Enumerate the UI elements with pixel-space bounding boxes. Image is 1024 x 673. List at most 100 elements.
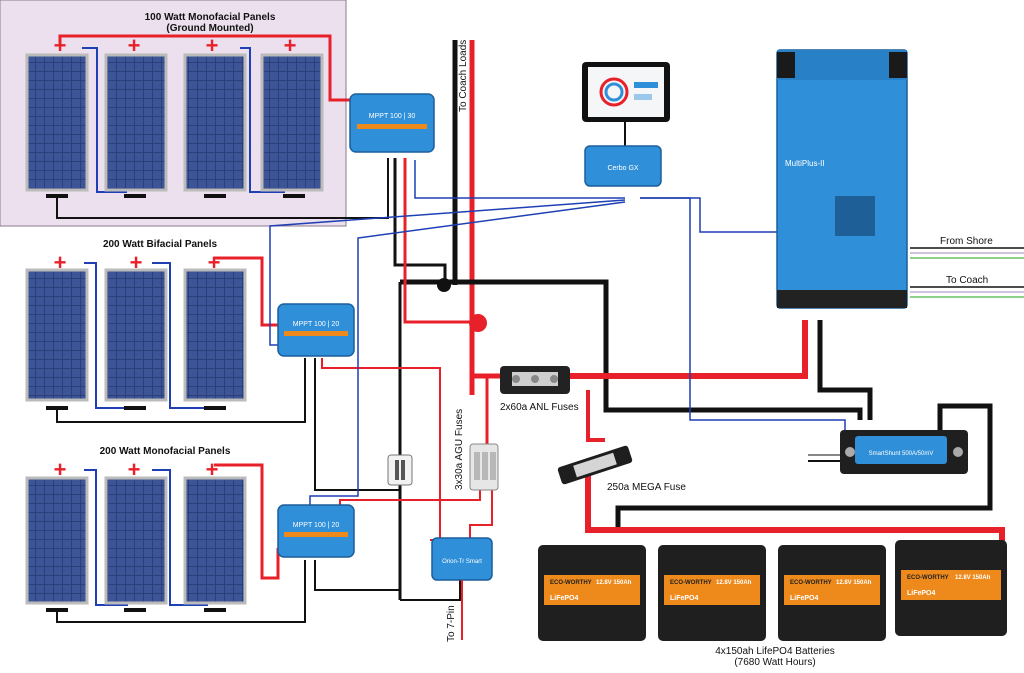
wire-neg-bus-main bbox=[400, 279, 863, 420]
wire-neg-mppt-top bbox=[393, 158, 447, 285]
wire-connector bbox=[387, 454, 413, 486]
plus-icon: + bbox=[284, 33, 297, 58]
wire-pos-anl-inverter bbox=[570, 320, 808, 379]
wire-g1-jump-a bbox=[82, 47, 127, 193]
plus-icon: + bbox=[208, 250, 221, 275]
mppt-bot-label: MPPT 100 | 20 bbox=[293, 522, 340, 529]
data-wire-shunt bbox=[640, 197, 846, 440]
wire-g2-jump-a bbox=[84, 262, 128, 409]
battery: ECO-WORTHY 12.8V 150Ah LiFePO4 bbox=[538, 545, 646, 641]
wire-inverter-neg bbox=[817, 320, 873, 420]
mega-fuse bbox=[557, 445, 633, 485]
wire-neg-mppt-bot bbox=[314, 560, 400, 591]
minus-icon bbox=[46, 194, 68, 198]
minus-icon bbox=[46, 608, 68, 612]
group1-title: 100 Watt Monofacial Panels bbox=[145, 12, 276, 23]
solar-panel bbox=[183, 53, 247, 192]
minus-icon bbox=[124, 406, 146, 410]
data-wire-multiplus bbox=[640, 197, 780, 233]
solar-panel bbox=[183, 476, 247, 605]
minus-icon bbox=[283, 194, 305, 198]
plus-icon: + bbox=[128, 33, 141, 58]
multiplus-label: MultiPlus-II bbox=[785, 159, 825, 168]
wire-g3-jump-a bbox=[84, 469, 128, 606]
panel-group-1: + + + + bbox=[25, 33, 324, 198]
wire-g1-pos bbox=[58, 34, 352, 102]
solar-panel bbox=[260, 53, 324, 192]
solar-panel bbox=[104, 476, 168, 605]
solar-panel bbox=[25, 53, 89, 192]
plus-icon: + bbox=[206, 457, 219, 482]
wire-g3-pos bbox=[214, 463, 280, 580]
battery-spec: 12.8V 150Ah bbox=[596, 580, 632, 586]
wire-neg-mppt-mid bbox=[314, 358, 400, 491]
anl-fuse-holder bbox=[500, 366, 570, 394]
battery-chem: LiFePO4 bbox=[550, 595, 579, 602]
mppt-mid-label: MPPT 100 | 20 bbox=[293, 321, 340, 328]
wire-g1-neg bbox=[56, 158, 389, 219]
plus-icon: + bbox=[54, 457, 67, 482]
minus-icon bbox=[124, 194, 146, 198]
orion-dc-dc-charger: Orion-Tr Smart bbox=[431, 537, 493, 581]
cerbo-label: Cerbo GX bbox=[607, 165, 638, 172]
pos-junction bbox=[469, 314, 487, 332]
minus-icon bbox=[124, 608, 146, 612]
battery: ECO-WORTHY 12.8V 150Ah LiFePO4 bbox=[778, 545, 886, 641]
plus-icon: + bbox=[128, 457, 141, 482]
solar-panel bbox=[25, 476, 89, 605]
wire-neg-orion bbox=[400, 580, 461, 601]
solar-panel bbox=[25, 268, 89, 402]
wire-battery-neg-return bbox=[615, 403, 993, 528]
wire-g3-neg bbox=[56, 560, 306, 623]
wire-g2-neg bbox=[56, 358, 306, 423]
plus-icon: + bbox=[130, 250, 143, 275]
anl-fuses-label: 2x60a ANL Fuses bbox=[500, 402, 579, 413]
gx-touch-display bbox=[582, 62, 670, 122]
wire-g2-pos bbox=[214, 256, 280, 327]
battery-chem: LiFePO4 bbox=[907, 590, 936, 597]
battery-chem: LiFePO4 bbox=[790, 595, 819, 602]
neg-junction bbox=[437, 278, 451, 292]
plus-icon: + bbox=[54, 250, 67, 275]
panel-group-2: + + + bbox=[25, 250, 247, 410]
group1-subtitle: (Ground Mounted) bbox=[166, 23, 253, 34]
minus-icon bbox=[46, 406, 68, 410]
group2-title: 200 Watt Bifacial Panels bbox=[103, 239, 218, 250]
group3-title: 200 Watt Monofacial Panels bbox=[100, 446, 231, 457]
battery-spec: 12.8V 150Ah bbox=[836, 580, 872, 586]
data-wire-mppt-top bbox=[414, 160, 625, 199]
solar-panel bbox=[104, 53, 168, 192]
to-7pin-label: To 7-Pin bbox=[446, 605, 457, 642]
shunt-label: SmartShunt 500A/50mV bbox=[869, 451, 934, 457]
minus-icon bbox=[204, 194, 226, 198]
mppt-controller-mid: MPPT 100 | 20 bbox=[277, 303, 355, 357]
to-coach-label: To Coach bbox=[946, 275, 988, 286]
wire-pos-agu-orion bbox=[469, 490, 493, 540]
battery-bank: ECO-WORTHY 12.8V 150Ah LiFePO4 ECO-WORTH… bbox=[538, 540, 1007, 641]
ac-wire-to-coach bbox=[910, 286, 1024, 298]
battery-chem: LiFePO4 bbox=[670, 595, 699, 602]
solar-panel bbox=[104, 268, 168, 402]
ac-wire-from-shore bbox=[910, 247, 1024, 259]
agu-fuses-label: 3x30a AGU Fuses bbox=[454, 409, 465, 490]
wire-pos-agu-mppt-bot bbox=[339, 490, 481, 535]
batteries-sublabel: (7680 Watt Hours) bbox=[734, 657, 815, 668]
battery: ECO-WORTHY 12.8V 150Ah LiFePO4 bbox=[658, 545, 766, 641]
smart-shunt: SmartShunt 500A/50mV bbox=[808, 430, 968, 474]
battery-spec: 12.8V 150Ah bbox=[716, 580, 752, 586]
mppt-top-label: MPPT 100 | 30 bbox=[369, 113, 416, 120]
plus-icon: + bbox=[54, 33, 67, 58]
orion-label: Orion-Tr Smart bbox=[442, 559, 482, 565]
wire-g3-jump-b bbox=[152, 469, 208, 606]
wire-g2-jump-b bbox=[152, 262, 208, 409]
battery-brand: ECO-WORTHY bbox=[790, 580, 832, 586]
battery-brand: ECO-WORTHY bbox=[670, 580, 712, 586]
multiplus-inverter: MultiPlus-II bbox=[776, 49, 908, 309]
wire-pos-anl-mega bbox=[586, 390, 605, 442]
battery-brand: ECO-WORTHY bbox=[907, 575, 949, 581]
wire-pos-mega-battery bbox=[585, 470, 1005, 548]
plus-icon: + bbox=[206, 33, 219, 58]
battery-spec: 12.8V 150Ah bbox=[955, 575, 991, 581]
